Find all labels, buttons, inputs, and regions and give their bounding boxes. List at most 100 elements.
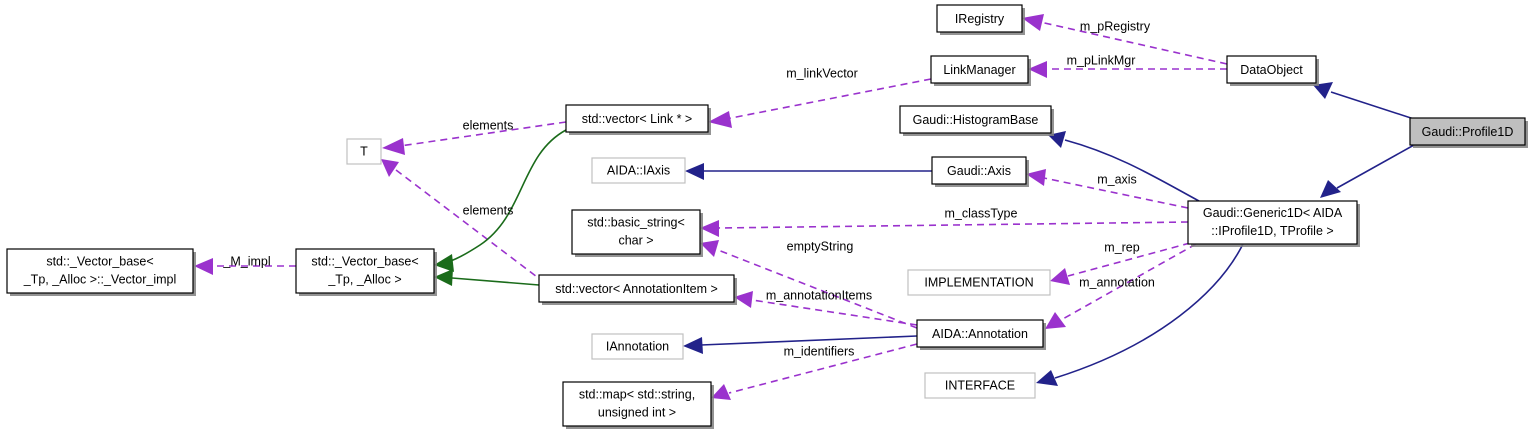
node-label-interface: INTERFACE: [945, 378, 1015, 392]
arrowhead-M-impl: [194, 258, 213, 275]
arrowhead-emptyString: [700, 240, 719, 257]
node-gaudi-profile1d[interactable]: Gaudi::Profile1D: [1409, 117, 1528, 148]
node-implementation[interactable]: IMPLEMENTATION: [907, 269, 1051, 296]
node-label-std-vector-base-impl-line1: std::_Vector_base<: [46, 254, 153, 268]
node-rect-linkmanager[interactable]: [930, 55, 1029, 84]
edge-label-m-axis: m_axis: [1097, 172, 1137, 186]
arrowhead-m-rep: [1050, 268, 1070, 285]
arrowhead-m-annotation: [1045, 312, 1066, 329]
node-gaudi-generic1d[interactable]: Gaudi::Generic1D< AIDA ::IProfile1D, TPr…: [1187, 200, 1360, 247]
node-label-dataobject: DataObject: [1240, 63, 1303, 77]
node-label-iannotation: IAnnotation: [606, 339, 669, 353]
edge-profile1d-inherits-dataobject: [1313, 82, 1415, 120]
node-label-std-vector-annotationitem: std::vector< AnnotationItem >: [555, 282, 718, 296]
node-rect-std-vector-base-impl[interactable]: [6, 248, 194, 294]
node-gaudi-axis[interactable]: Gaudi::Axis: [931, 156, 1029, 187]
edge-line-elements-top: [399, 121, 567, 147]
node-label-gaudi-generic1d-line1: Gaudi::Generic1D< AIDA: [1203, 206, 1343, 220]
node-label-std-vector-base-line1: std::_Vector_base<: [311, 254, 418, 268]
node-iregistry[interactable]: IRegistry: [936, 4, 1025, 35]
node-rect-aida-iaxis[interactable]: [591, 157, 686, 184]
edge-m-pRegistry: [1022, 14, 1228, 65]
edge-M-impl: [194, 258, 296, 275]
edge-label-m-pRegistry: m_pRegistry: [1080, 19, 1151, 33]
node-label-std-vector-base-impl-line2: _Tp, _Alloc >::_Vector_impl: [23, 272, 177, 286]
node-rect-gaudi-generic1d[interactable]: [1187, 200, 1358, 245]
node-rect-aida-annotation[interactable]: [916, 319, 1044, 348]
arrowhead-m-linkVector: [708, 111, 732, 128]
edge-m-classType: [700, 220, 1189, 237]
node-interface[interactable]: INTERFACE: [924, 372, 1036, 399]
node-label-std-map-line1: std::map< std::string,: [579, 387, 695, 401]
edge-m-annotationItems: [734, 291, 918, 326]
node-label-t: T: [360, 144, 368, 158]
edge-line-generic1d-interface: [1054, 243, 1244, 379]
edge-line-generic1d-histogrambase: [1064, 139, 1200, 202]
node-rect-std-map[interactable]: [562, 381, 712, 427]
node-rect-implementation[interactable]: [907, 269, 1051, 296]
node-rect-gaudi-histogrambase[interactable]: [899, 105, 1052, 134]
node-std-basic-string[interactable]: std::basic_string< char >: [571, 209, 703, 257]
node-rect-gaudi-axis[interactable]: [931, 156, 1027, 185]
node-rect-std-vector-base[interactable]: [295, 248, 435, 294]
node-rect-iannotation[interactable]: [591, 333, 684, 360]
node-label-gaudi-axis: Gaudi::Axis: [947, 164, 1011, 178]
edge-vectorlink-inherits-vectorbase: [434, 129, 567, 272]
node-rect-gaudi-profile1d[interactable]: [1409, 117, 1526, 146]
edge-line-m-linkVector: [725, 78, 932, 120]
node-std-map[interactable]: std::map< std::string, unsigned int >: [562, 381, 714, 429]
node-rect-interface[interactable]: [924, 372, 1036, 399]
edge-line-m-classType: [717, 221, 1189, 229]
node-std-vector-base[interactable]: std::_Vector_base< _Tp, _Alloc >: [295, 248, 437, 296]
edge-line-m-annotation: [1060, 243, 1197, 321]
node-label-std-basic-string-line2: char >: [618, 233, 653, 247]
arrowhead-m-classType: [700, 220, 719, 237]
node-label-std-vector-base-line2: _Tp, _Alloc >: [327, 272, 401, 286]
edge-labels-layer: m_pRegistry m_pLinkMgr m_linkVector elem…: [222, 19, 1155, 358]
edge-emptyString: [700, 240, 918, 329]
edge-m-pLinkMgr: [1028, 61, 1227, 78]
edge-label-m-annotation: m_annotation: [1079, 275, 1155, 289]
node-label-std-map-line2: unsigned int >: [598, 405, 676, 419]
arrowhead-generic1d-interface: [1036, 370, 1058, 386]
node-rect-std-vector-annotationitem[interactable]: [538, 274, 735, 303]
node-rect-iregistry[interactable]: [936, 4, 1023, 33]
edge-line-vectorannotation-inherits: [451, 277, 540, 286]
node-dataobject[interactable]: DataObject: [1226, 55, 1319, 86]
arrowhead-profile1d-dataobject: [1313, 82, 1333, 99]
edge-label-m-linkVector: m_linkVector: [786, 66, 858, 80]
arrowhead-annotation-iannotation: [683, 337, 703, 354]
node-aida-iaxis[interactable]: AIDA::IAxis: [591, 157, 686, 184]
edge-m-identifiers: [711, 343, 918, 400]
arrowhead-profile1d-generic1d: [1320, 180, 1341, 198]
node-rect-std-vector-link[interactable]: [565, 104, 709, 133]
node-linkmanager[interactable]: LinkManager: [930, 55, 1031, 86]
edge-line-m-identifiers: [728, 343, 918, 394]
node-rect-dataobject[interactable]: [1226, 55, 1317, 84]
edge-m-annotation: [1045, 243, 1197, 329]
arrowhead-m-pLinkMgr: [1028, 61, 1047, 78]
node-gaudi-histogrambase[interactable]: Gaudi::HistogramBase: [899, 105, 1054, 136]
edge-label-elements-top: elements: [463, 118, 514, 132]
node-rect-std-basic-string[interactable]: [571, 209, 701, 255]
node-label-gaudi-generic1d-line2: ::IProfile1D, TProfile >: [1211, 224, 1333, 238]
arrowhead-vectorlink-inherits: [434, 254, 454, 272]
arrowhead-vectorannotation-inherits: [434, 269, 453, 286]
edge-m-axis: [1026, 169, 1189, 209]
node-std-vector-link[interactable]: std::vector< Link * >: [565, 104, 711, 135]
node-t[interactable]: T: [346, 138, 382, 165]
node-rect-t[interactable]: [346, 138, 382, 165]
node-std-vector-annotationitem[interactable]: std::vector< AnnotationItem >: [538, 274, 737, 305]
edge-line-profile1d-generic1d: [1336, 144, 1415, 189]
node-label-linkmanager: LinkManager: [943, 63, 1015, 77]
edge-line-m-rep: [1067, 242, 1191, 277]
node-label-std-vector-link: std::vector< Link * >: [582, 112, 692, 126]
edges-layer: [194, 14, 1415, 400]
node-std-vector-base-impl[interactable]: std::_Vector_base< _Tp, _Alloc >::_Vecto…: [6, 248, 196, 296]
node-iannotation[interactable]: IAnnotation: [591, 333, 684, 360]
edge-annotation-inherits-iannotation: [683, 335, 918, 354]
node-aida-annotation[interactable]: AIDA::Annotation: [916, 319, 1046, 350]
node-label-aida-iaxis: AIDA::IAxis: [607, 163, 670, 177]
